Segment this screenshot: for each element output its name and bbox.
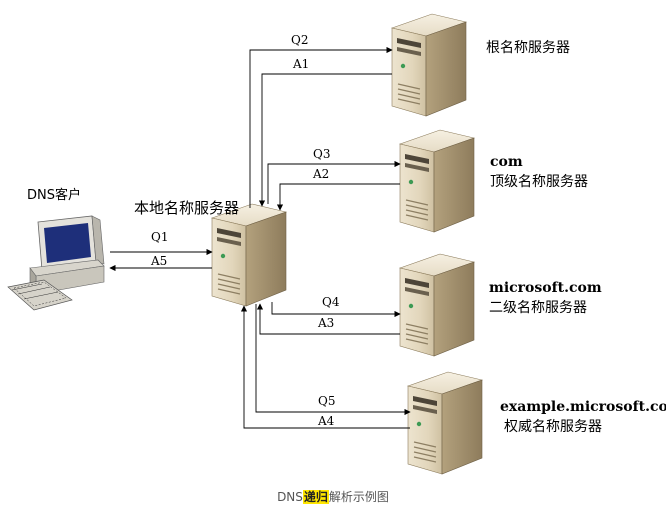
label-q3: Q3 xyxy=(313,147,331,161)
second-level-server-desc: 二级名称服务器 xyxy=(489,300,587,316)
label-a1: A1 xyxy=(293,57,310,71)
label-a2: A2 xyxy=(313,167,330,181)
root-server-desc: 根名称服务器 xyxy=(486,40,570,56)
tld-server-desc: 顶级名称服务器 xyxy=(490,174,588,190)
tld-server-label: com 顶级名称服务器 xyxy=(490,152,588,192)
label-q1: Q1 xyxy=(151,230,169,244)
label-a5: A5 xyxy=(151,254,168,268)
arrow-q3 xyxy=(267,160,401,204)
root-server-label: 根名称服务器 xyxy=(486,38,570,58)
second-level-server-label: microsoft.com 二级名称服务器 xyxy=(489,278,602,318)
label-a3: A3 xyxy=(318,316,335,330)
arrow-q5 xyxy=(255,304,411,416)
arrow-q2 xyxy=(249,46,393,208)
client-label: DNS客户 xyxy=(27,188,81,203)
caption-suffix: 解析示例图 xyxy=(328,490,389,504)
authoritative-server-icon xyxy=(407,371,483,475)
arrow-q4 xyxy=(271,302,401,318)
tld-server-icon xyxy=(399,129,475,233)
arrow-a1 xyxy=(258,73,392,207)
authoritative-server-label: example.microsoft.com 权威名称服务器 xyxy=(500,397,666,437)
label-q5: Q5 xyxy=(318,394,336,408)
local-server-label: 本地名称服务器 xyxy=(134,199,240,217)
label-q4: Q4 xyxy=(322,295,340,309)
local-server-icon xyxy=(211,203,287,307)
authoritative-server-desc: 权威名称服务器 xyxy=(504,419,602,435)
arrow-a4 xyxy=(240,305,410,429)
arrow-a3 xyxy=(256,303,400,335)
tld-server-name: com xyxy=(490,154,523,170)
figure-caption: DNS递归解析示例图 xyxy=(0,488,666,505)
root-server-icon xyxy=(391,13,467,117)
label-a4: A4 xyxy=(318,414,335,428)
caption-prefix: DNS xyxy=(277,490,303,504)
label-q2: Q2 xyxy=(291,33,309,47)
second-level-server-icon xyxy=(399,253,475,357)
authoritative-server-name: example.microsoft.com xyxy=(500,399,666,415)
caption-highlight: 递归 xyxy=(302,490,329,504)
client-computer-icon xyxy=(7,215,105,311)
second-level-server-name: microsoft.com xyxy=(489,280,602,296)
arrow-a2 xyxy=(276,183,400,211)
